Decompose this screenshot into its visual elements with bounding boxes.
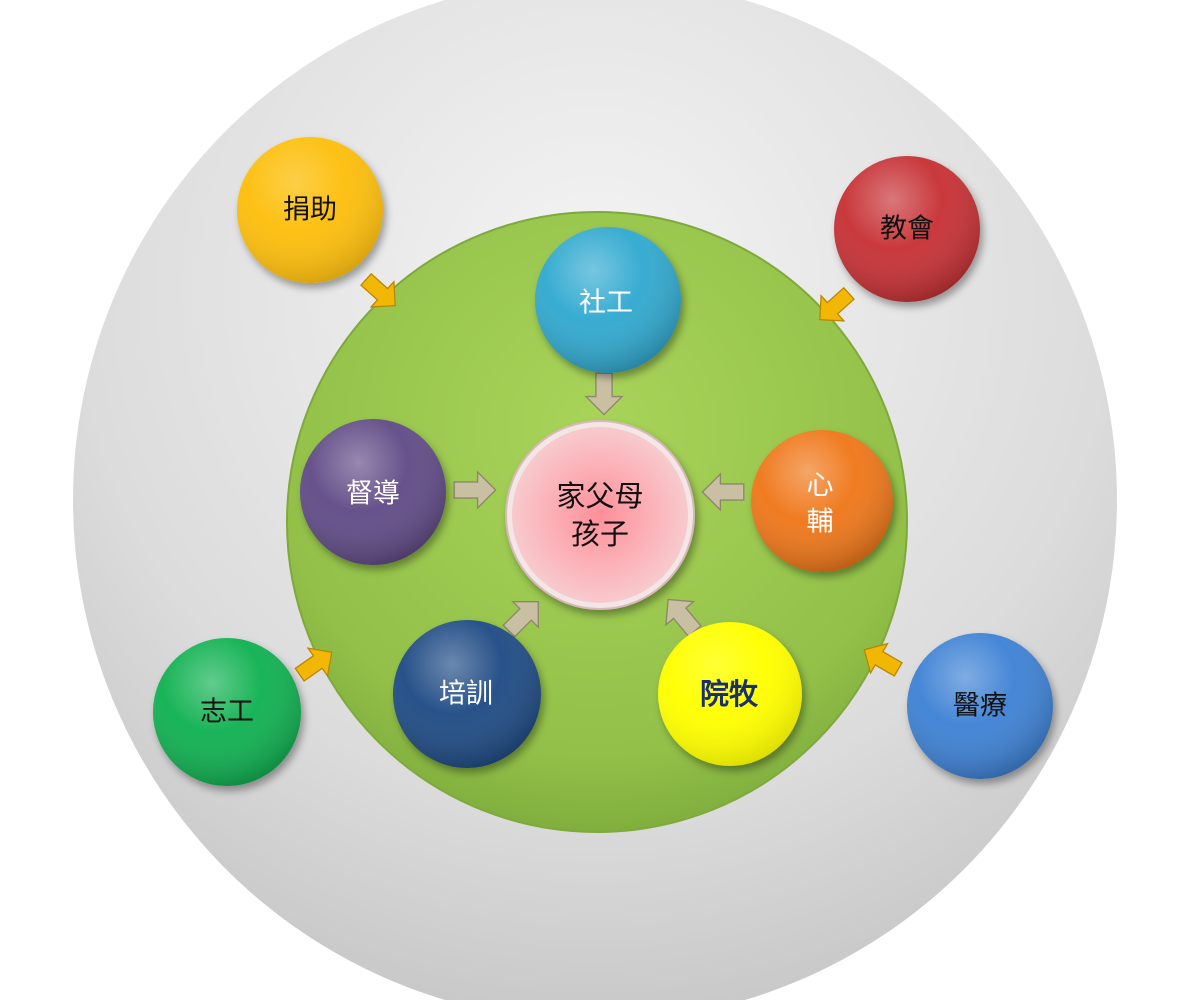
node-donation: 捐助 <box>237 137 383 283</box>
node-supervision: 督導 <box>300 419 446 565</box>
node-church-label: 教會 <box>880 214 934 245</box>
node-donation-label: 捐助 <box>283 195 337 226</box>
node-social-work-label: 社工 <box>579 288 633 319</box>
node-training: 培訓 <box>393 620 541 768</box>
node-counseling: 心 輔 <box>751 430 893 572</box>
center-label-line1: 家父母 <box>556 479 643 513</box>
node-volunteer: 志工 <box>153 638 301 786</box>
node-church: 教會 <box>834 156 980 302</box>
node-social-work: 社工 <box>535 227 681 373</box>
node-counseling-label-line1: 心 <box>807 471 834 502</box>
node-training-label: 培訓 <box>439 679 493 710</box>
node-medical: 醫療 <box>907 633 1053 779</box>
node-chaplaincy: 院牧 <box>658 622 802 766</box>
node-medical-label: 醫療 <box>953 691 1007 722</box>
node-counseling-label-line2: 輔 <box>807 507 834 538</box>
center-node <box>505 420 695 610</box>
node-supervision-label: 督導 <box>346 479 400 510</box>
node-volunteer-label: 志工 <box>200 697 254 728</box>
node-chaplaincy-label: 院牧 <box>700 677 759 711</box>
center-label-line2: 孩子 <box>571 517 629 551</box>
